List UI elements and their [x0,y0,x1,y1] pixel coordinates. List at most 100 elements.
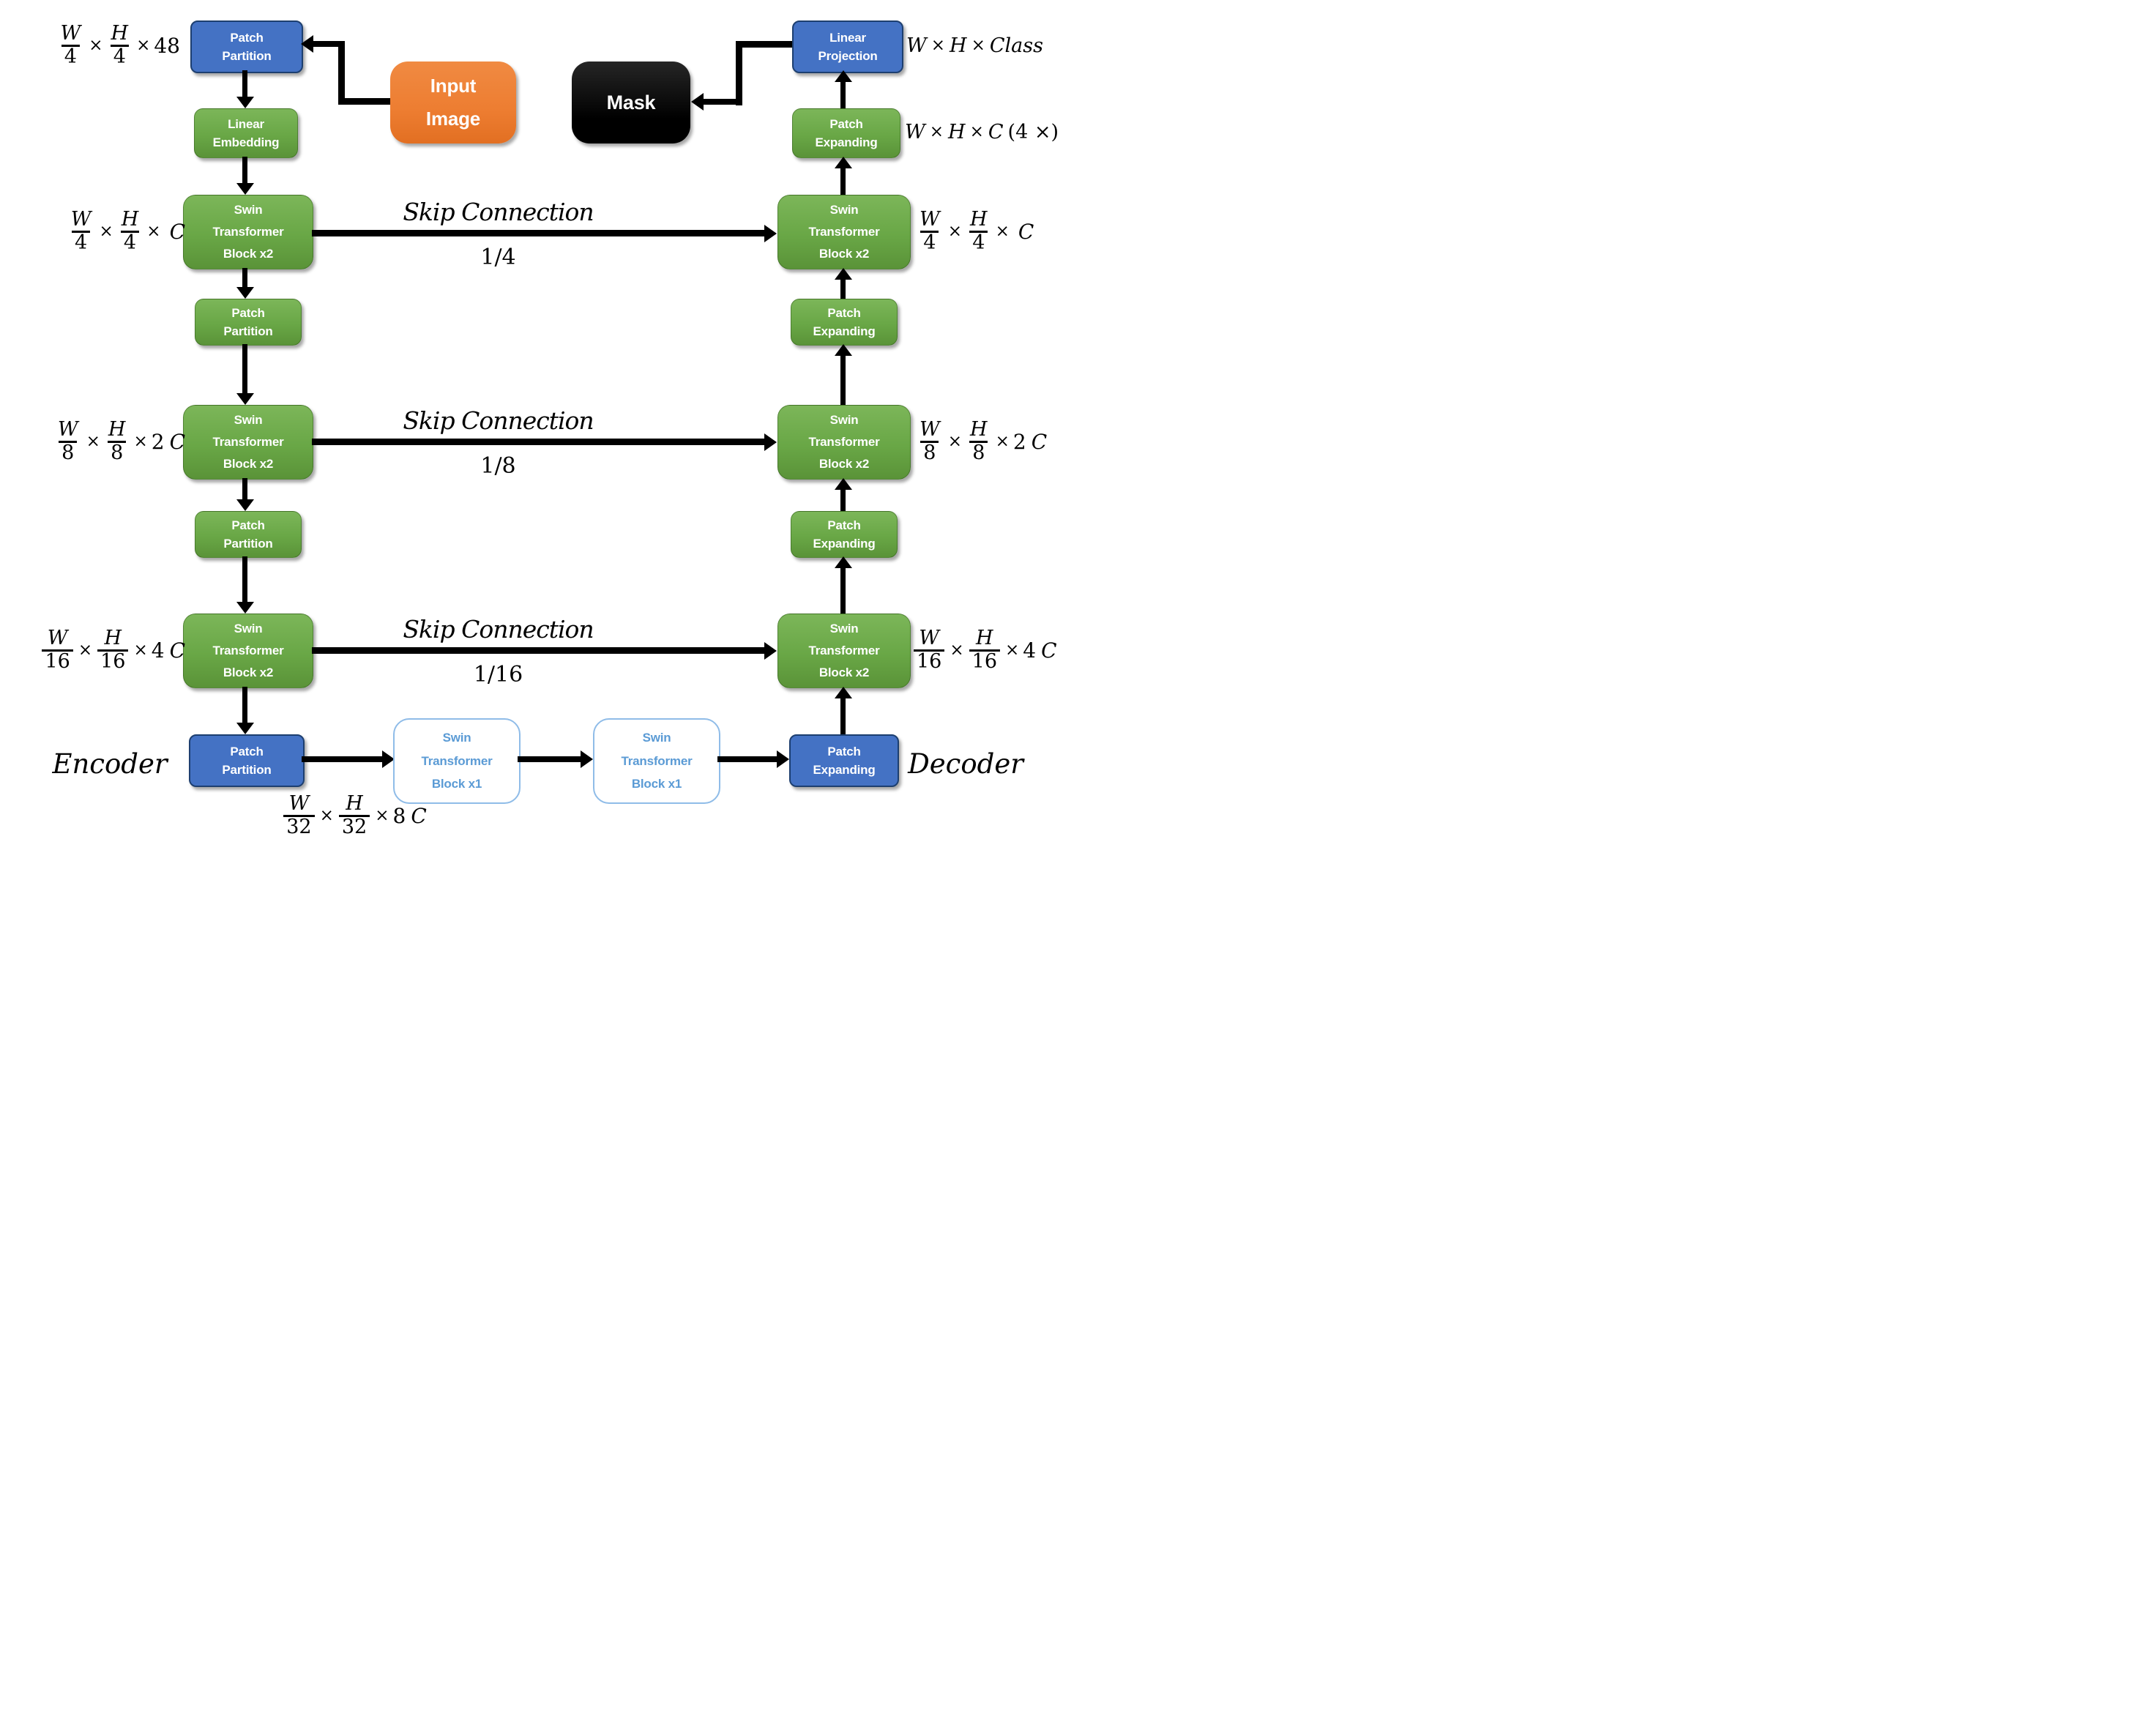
times-sign: × [136,36,151,55]
dimension-variable: C [988,120,1004,143]
box-label-line: Patch [827,305,861,320]
box-label-line: Transformer [212,225,284,239]
dimension-variable: C [169,638,185,663]
fraction: W 4 [57,23,83,67]
fraction: W 32 [283,793,315,838]
box-label-line: Block x2 [223,665,274,679]
fraction-numerator: H [970,418,988,441]
dimension-variable: C [411,803,427,828]
arrow-down-icon [242,157,247,183]
times-sign: × [929,122,944,141]
encoder-dimension-label-2C: W 8 × H 8 × 2 C [20,411,185,472]
box-label-line: Patch [827,744,861,758]
times-sign: × [89,36,103,55]
elbow-arrow-left-icon [313,41,345,47]
fraction-denominator: 4 [71,230,91,253]
fraction: W 8 [55,418,81,463]
encoder-swin-block-1-box: Swin Transformer Block x2 [183,195,313,269]
times-sign: × [971,36,985,55]
arrow-up-icon [840,698,846,734]
input-image-box: Input Image [390,61,516,143]
arrow-down-icon [242,687,247,723]
decoder-dimension-label-4C: W 16 × H 16 × 4 C [914,619,1078,681]
fraction-numerator: W [70,208,92,231]
times-sign: × [950,641,964,660]
arrow-up-icon [840,356,846,405]
decoder-patch-expanding-bottom-box: Patch Expanding [789,734,899,787]
box-label-line: Partition [223,324,273,338]
fraction: W 4 [68,209,94,253]
box-label-line: Transformer [621,753,693,768]
arrow-down-icon [242,70,247,97]
arrow-down-icon [242,478,247,499]
elbow-arrow-segment [338,41,345,105]
arrow-down-icon [242,268,247,287]
skip-ratio-1: 1/4 [480,245,516,270]
fraction-denominator: 32 [338,814,370,838]
dimension-suffix: (4 ×) [1007,120,1059,143]
decoder-patch-expanding-2-box: Patch Expanding [791,299,898,346]
dimension-variable: H [948,120,966,143]
decoder-section-label: Decoder [908,748,1023,780]
encoder-section-label: Encoder [52,748,168,780]
fraction-denominator: 16 [914,649,945,672]
arrow-up-icon [840,82,846,108]
box-label-line: Swin [234,413,263,428]
box-label-line: Swin [234,622,263,636]
decoder-swin-block-2-box: Swin Transformer Block x2 [777,405,911,480]
decoder-linear-projection-box: Linear Projection [792,20,903,73]
dimension-multiplier: 48 [154,33,180,58]
encoder-patch-partition-2-box: Patch Partition [195,299,302,346]
box-label-line: Patch [829,116,863,131]
box-label-line: Block x2 [223,246,274,261]
times-sign: × [995,222,1010,241]
fraction-numerator: W [57,418,78,441]
times-sign: × [133,641,148,660]
times-sign: × [969,122,984,141]
box-label-line: Block x2 [223,456,274,471]
encoder-dimension-label-4C: W 16 × H 16 × 4 C [12,619,185,681]
dimension-variable: C [169,429,185,454]
fraction: W 8 [917,418,943,463]
dimension-multiplier: 4 [151,638,165,663]
fraction: H 16 [969,627,1000,672]
fraction-numerator: H [346,792,363,816]
fraction-denominator: 4 [120,230,140,253]
arrow-up-icon [840,168,846,195]
encoder-linear-embedding-box: Linear Embedding [194,108,298,158]
box-label-line: Patch [231,518,265,532]
box-label-line: Image [425,108,481,130]
box-label-line: Swin [642,731,671,745]
output-dimension-label: W× H × Class [906,20,1043,70]
fraction: H 8 [105,419,129,463]
fraction: H 4 [967,209,991,253]
box-label-line: Expanding [813,324,876,338]
fraction-denominator: 16 [969,649,1000,672]
box-label-line: Swin [829,622,859,636]
fraction-numerator: W [920,418,940,441]
box-label-line: Expanding [813,763,876,777]
fraction: W 16 [42,627,73,672]
times-sign: × [146,222,161,241]
times-sign: × [319,806,334,825]
dimension-variable: C [1031,429,1048,454]
fraction: H 4 [119,209,142,253]
dimension-variable: W [906,34,927,57]
fraction-numerator: H [111,22,129,45]
dimension-multiplier: 2 [1012,429,1026,454]
fraction: W 4 [917,209,943,253]
times-sign: × [99,222,113,241]
fraction-denominator: 8 [108,440,127,463]
box-label-line: Block x1 [631,777,682,791]
encoder-swin-block-3-box: Swin Transformer Block x2 [183,614,313,688]
times-sign: × [133,432,148,451]
fraction: H 4 [108,23,132,67]
box-label-line: Transformer [212,644,284,658]
skip-connection-label-2: Skip Connection [403,406,594,435]
fraction-denominator: 32 [283,814,315,838]
dimension-multiplier: 4 [1023,638,1037,663]
box-label-line: Block x2 [818,456,870,471]
bottleneck-dimension-label: W 32 × H 32 × 8 C [264,785,447,846]
times-sign: × [930,36,946,55]
box-label-line: Patch [231,305,265,320]
